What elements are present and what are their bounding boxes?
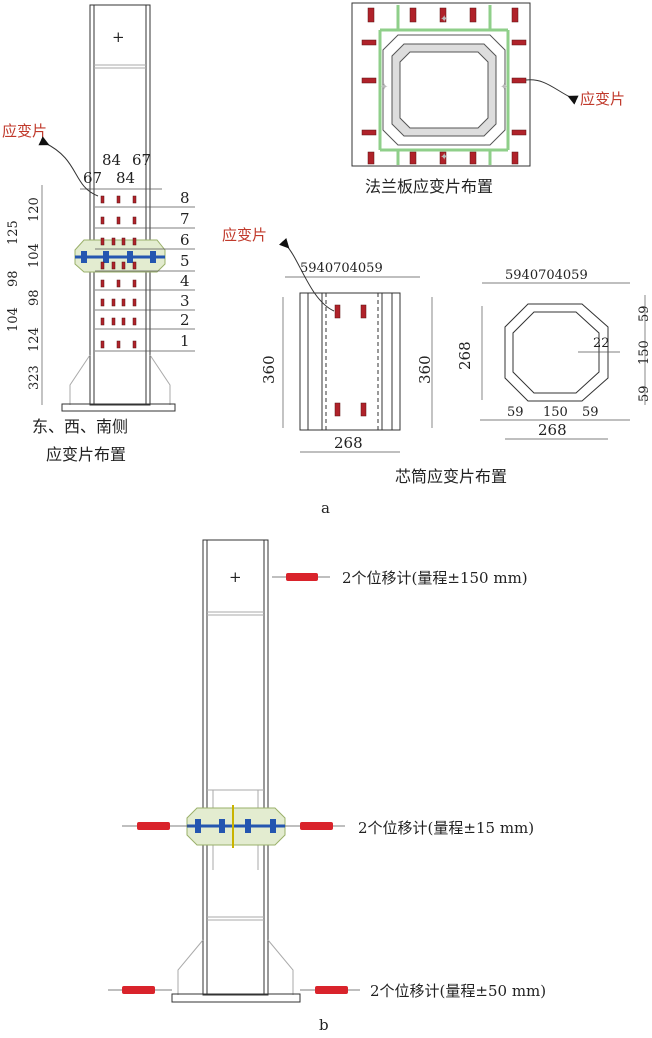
pointer-arrow-icon (278, 237, 335, 312)
flange-plate-caption: 法兰板应变片布置 (365, 177, 493, 196)
dim-label: 5940704059 (300, 261, 383, 276)
dim-label: 268 (538, 421, 567, 439)
panel-label-b: b (319, 1016, 329, 1034)
side-strain-gauges (100, 195, 137, 349)
displacement-meter-icon (286, 573, 318, 581)
dim-label: 360 (260, 355, 278, 384)
side-dimensions: 84 67 67 84 120 125 104 98 98 104 124 32… (6, 151, 162, 405)
svg-text:✦: ✦ (440, 152, 448, 163)
dim-label: 268 (456, 341, 474, 370)
dim-label: 59 (507, 405, 524, 420)
strain-gauge-label: 应变片 (222, 226, 267, 244)
displacement-meter-icon (137, 822, 170, 830)
dim-label: 59 (637, 305, 652, 322)
level-label: 3 (180, 292, 190, 310)
displacement-meter-icon (300, 822, 333, 830)
dim-label: 84 (116, 169, 135, 187)
dim-label: 125 (6, 220, 21, 245)
level-label: 5 (180, 252, 190, 270)
meter-label: 2个位移计(量程±150 mm) (342, 569, 528, 587)
dim-label: 150 (637, 340, 652, 365)
displacement-setup-column: + (171, 539, 301, 1003)
dim-label: 59 (637, 385, 652, 402)
level-label: 7 (180, 210, 190, 228)
displacement-meter-icon (122, 986, 155, 994)
dim-label: 5940704059 (505, 268, 588, 283)
core-tube-section: 5940704059 268 59 150 59 22 59 150 59 26… (456, 268, 652, 440)
center-mark-icon: + (229, 568, 242, 586)
level-label: 8 (180, 189, 190, 207)
dim-label: 104 (6, 307, 21, 332)
level-label: 6 (180, 231, 190, 249)
core-tube-elevation: 5940704059 360 360 268 (260, 261, 434, 453)
svg-text:✦: ✦ (380, 82, 388, 93)
dim-label: 360 (416, 355, 434, 384)
dim-label: 67 (132, 151, 151, 169)
dim-label: 22 (593, 336, 610, 351)
pointer-arrow-icon (38, 136, 99, 197)
meter-label: 2个位移计(量程±50 mm) (370, 982, 546, 1000)
dim-label: 59 (582, 405, 599, 420)
side-view-caption: 东、西、南侧 (32, 417, 128, 436)
level-label: 2 (180, 311, 190, 329)
dim-label: 124 (27, 327, 42, 352)
level-lines: 8 7 6 5 4 3 2 1 (95, 189, 195, 352)
dim-label: 268 (334, 434, 363, 452)
strain-gauge-label: 应变片 (580, 90, 625, 108)
svg-text:✦: ✦ (440, 14, 448, 25)
dim-label: 120 (27, 197, 42, 222)
core-tube-caption: 芯筒应变片布置 (395, 467, 507, 486)
flange-plate-view: ✦ ✦ ✦ ✦ (351, 2, 531, 167)
level-label: 1 (180, 332, 190, 350)
side-view-caption: 应变片布置 (46, 445, 126, 464)
dim-label: 98 (27, 289, 42, 306)
displacement-meter-top: 2个位移计(量程±150 mm) (272, 569, 528, 587)
dim-label: 104 (27, 243, 42, 268)
dim-label: 67 (83, 169, 102, 187)
panel-label-a: a (321, 499, 330, 517)
level-label: 4 (180, 272, 190, 290)
dim-label: 84 (102, 151, 121, 169)
displacement-meter-middle: 2个位移计(量程±15 mm) (122, 819, 534, 837)
displacement-meter-bottom: 2个位移计(量程±50 mm) (108, 982, 546, 1000)
meter-label: 2个位移计(量程±15 mm) (358, 819, 534, 837)
center-mark-icon: + (112, 28, 125, 46)
svg-text:✦: ✦ (500, 82, 508, 93)
strain-gauge-label: 应变片 (2, 122, 47, 140)
dim-label: 323 (27, 365, 42, 390)
pointer-arrow-icon (525, 79, 579, 105)
dim-label: 150 (543, 405, 568, 420)
dim-label: 98 (6, 270, 21, 287)
displacement-meter-icon (315, 986, 348, 994)
side-view-column: + (61, 4, 176, 412)
